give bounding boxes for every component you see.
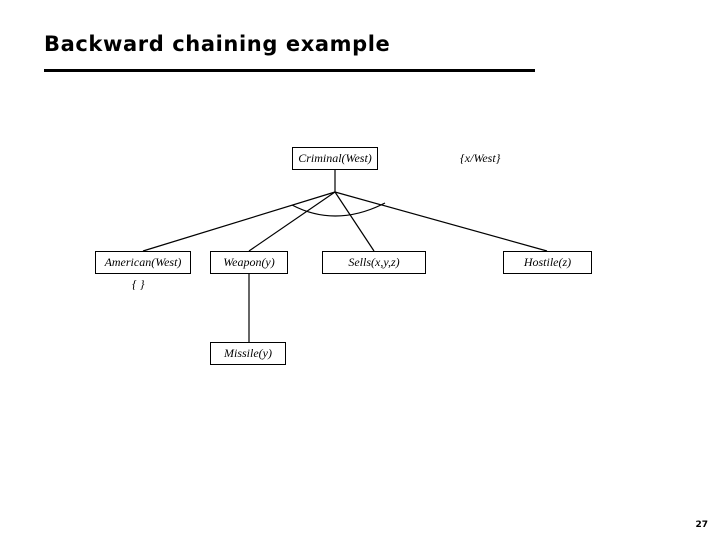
node-criminal[interactable]: Criminal(West) <box>292 147 378 170</box>
substitution-american: { } <box>132 277 145 291</box>
node-weapon[interactable]: Weapon(y) <box>210 251 288 274</box>
node-missile[interactable]: Missile(y) <box>210 342 286 365</box>
page-title: Backward chaining example <box>44 32 391 56</box>
conjunction-arc-icon <box>291 202 386 217</box>
substitution-root: {x/West} <box>460 151 501 165</box>
title-divider <box>44 69 535 72</box>
edge-criminal-american <box>142 191 336 252</box>
node-american[interactable]: American(West) <box>95 251 191 274</box>
edge-criminal-hostile <box>334 191 548 252</box>
edge-criminal-sells <box>334 191 375 252</box>
edge-criminal-weapon <box>248 191 336 252</box>
node-sells[interactable]: Sells(x,y,z) <box>322 251 426 274</box>
node-hostile[interactable]: Hostile(z) <box>503 251 592 274</box>
page-number: 27 <box>695 520 708 530</box>
